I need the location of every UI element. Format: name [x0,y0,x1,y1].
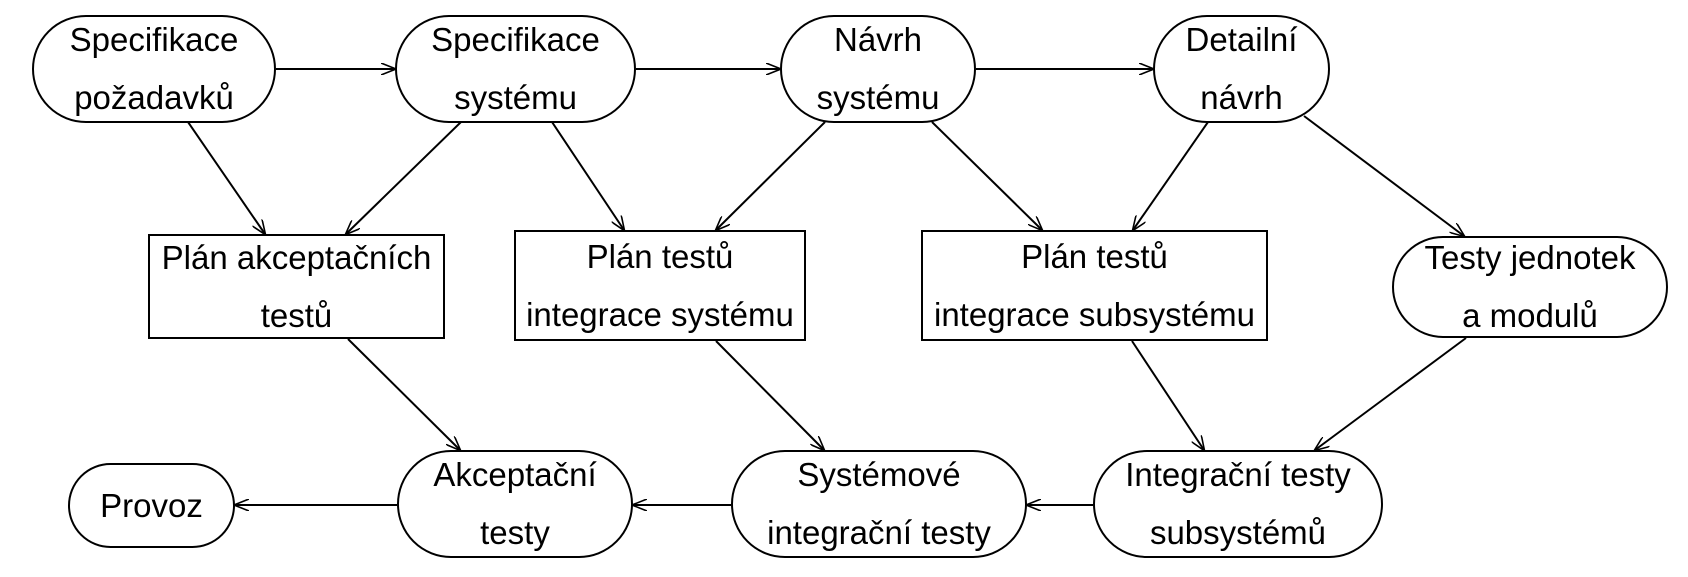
node-label-line-1: Systémové [797,456,961,493]
node-label-line-1: Akceptační [433,456,597,493]
node-label-line-1: Testy jednotek [1424,239,1636,276]
edge-spec-pozadavku-to-plan-akceptacnich [187,121,265,234]
edge-detailni-navrh-to-plan-integrace-subsystemu [1133,121,1209,230]
edge-detailni-navrh-to-testy-jednotek [1303,115,1464,236]
edge-navrh-systemu-to-plan-integrace-systemu [716,121,826,230]
node-label-line-2: systému [454,79,577,116]
node-label-line-1: Plán testů [1021,237,1168,275]
node-label-line-1: Detailní [1185,21,1298,58]
node-navrh-systemu: Návrh systému [780,15,976,123]
node-label-line-2: integrace systému [526,295,794,333]
node-label-line-1: Integrační testy [1125,456,1351,493]
node-specifikace-pozadavku: Specifikace požadavků [32,15,276,123]
node-label-line-1: Plán testů [586,237,734,275]
node-detailni-navrh: Detailní návrh [1153,15,1330,123]
edge-plan-akceptacnich-to-akceptacni-testy [347,338,460,450]
node-label-line-2: systému [816,79,940,116]
node-label-line-2: požadavků [74,79,234,116]
node-label-line-1: Návrh [833,21,923,58]
edge-plan-integrace-systemu-to-systemove-testy [715,340,824,450]
node-provoz: Provoz [68,463,235,548]
node-label-line-2: testy [480,514,550,551]
node-plan-testu-integrace-systemu: Plán testů integrace systému [514,230,806,341]
node-label-line-2: integrační testy [767,514,991,551]
node-label-line-2: testů [260,296,333,334]
node-akceptacni-testy: Akceptační testy [397,450,633,558]
node-label-line-1: Specifikace [431,21,600,58]
node-plan-testu-integrace-subsystemu: Plán testů integrace subsystému [921,230,1268,341]
node-plan-akceptacnich-testu: Plán akceptačních testů [148,234,445,339]
edge-plan-integrace-subsystemu-to-integracni-testy [1131,340,1204,450]
node-label-line-2: subsystémů [1149,514,1327,551]
edge-navrh-systemu-to-plan-integrace-subsystemu [931,121,1042,230]
edge-testy-jednotek-to-integracni-testy [1315,337,1467,450]
node-specifikace-systemu: Specifikace systému [395,15,636,123]
node-label-line-2: integrace subsystému [934,295,1255,333]
node-label-line-1: Provoz [100,486,203,524]
node-label-line-2: a modulů [1462,297,1598,334]
node-label-line-1: Plán akceptačních [161,238,432,276]
node-label-line-1: Specifikace [69,21,239,58]
node-integracni-testy-subsystemu: Integrační testy subsystémů [1093,450,1383,558]
edge-spec-systemu-to-plan-akceptacnich [346,121,462,234]
edge-spec-systemu-to-plan-integrace-systemu [551,121,624,230]
node-testy-jednotek-a-modulu: Testy jednotek a modulů [1392,236,1668,338]
node-label-line-2: návrh [1200,79,1283,116]
node-systemove-integracni-testy: Systémové integrační testy [731,450,1027,558]
